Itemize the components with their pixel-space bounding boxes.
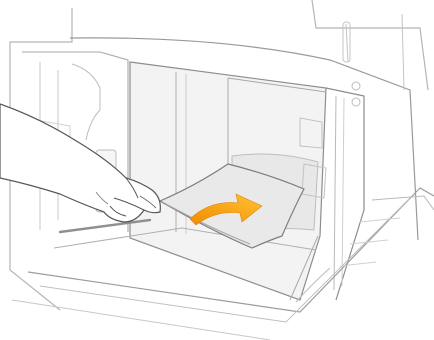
printer-paper-loading-illustration	[0, 0, 434, 340]
illustration-canvas	[0, 0, 434, 340]
